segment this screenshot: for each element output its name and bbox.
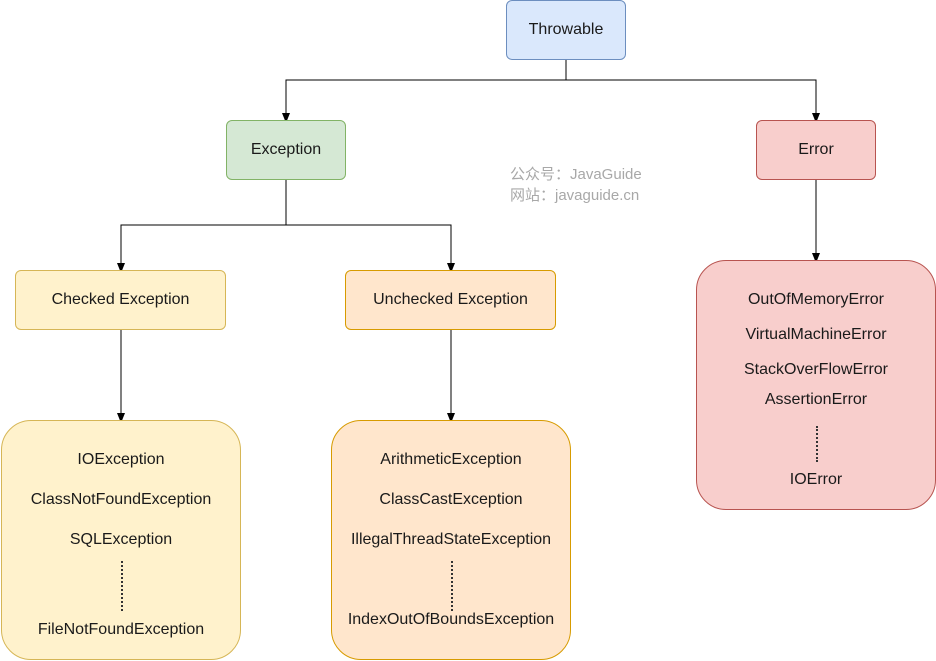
list-item: IndexOutOfBoundsException <box>347 611 555 628</box>
list-item: FileNotFoundException <box>37 621 205 638</box>
node-throwable: Throwable <box>506 0 626 60</box>
list-item: SQLException <box>69 531 173 548</box>
list-item: StackOverFlowError <box>743 361 889 378</box>
node-checked-label: Checked Exception <box>51 291 190 308</box>
node-error-label: Error <box>798 141 834 158</box>
edge-exception-checked <box>117 180 287 273</box>
edge-throwable-exception <box>282 60 567 123</box>
ellipsis-dots <box>451 561 453 611</box>
checked-exception-list: IOException ClassNotFoundException SQLEx… <box>1 420 241 660</box>
node-unchecked-exception: Unchecked Exception <box>345 270 556 330</box>
node-exception-label: Exception <box>250 141 322 158</box>
edge-exception-unchecked <box>286 224 455 273</box>
list-item: IOException <box>77 451 165 468</box>
list-item: ArithmeticException <box>380 451 522 468</box>
list-item: IllegalThreadStateException <box>350 531 552 548</box>
list-item: AssertionError <box>764 391 868 408</box>
watermark-line-2: 网站：javaguide.cn <box>510 187 640 204</box>
list-item: OutOfMemoryError <box>747 291 884 308</box>
list-item: ClassCastException <box>379 491 523 508</box>
node-checked-exception: Checked Exception <box>15 270 226 330</box>
unchecked-exception-list: ArithmeticException ClassCastException I… <box>331 420 571 660</box>
list-item: VirtualMachineError <box>745 326 887 343</box>
node-unchecked-label: Unchecked Exception <box>373 291 528 308</box>
error-list: OutOfMemoryError VirtualMachineError Sta… <box>696 260 936 510</box>
edge-throwable-error <box>566 79 820 123</box>
node-error: Error <box>756 120 876 180</box>
node-exception: Exception <box>226 120 346 180</box>
list-item: ClassNotFoundException <box>30 491 212 508</box>
node-throwable-label: Throwable <box>528 21 604 38</box>
ellipsis-dots <box>816 426 818 462</box>
list-item: IOError <box>789 471 843 488</box>
watermark-line-1: 公众号：JavaGuide <box>510 166 642 183</box>
watermark: 公众号：JavaGuide 网站：javaguide.cn <box>510 164 642 206</box>
ellipsis-dots <box>121 561 123 611</box>
